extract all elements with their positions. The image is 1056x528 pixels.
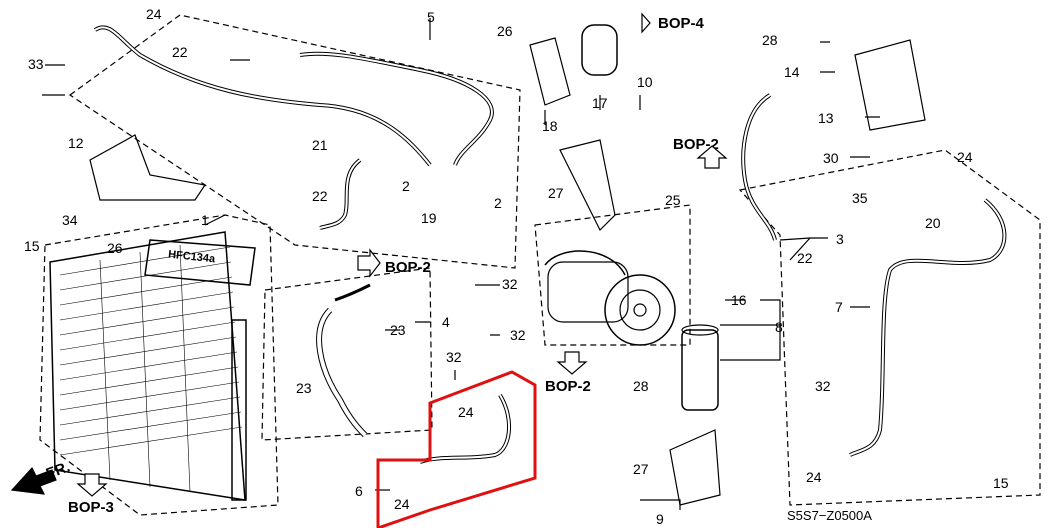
front-arrow-icon xyxy=(10,466,57,495)
callout-9: 9 xyxy=(656,511,664,527)
callout-12: 12 xyxy=(68,135,84,151)
callout-2a: 2 xyxy=(402,178,410,194)
callout-23b: 23 xyxy=(296,380,312,396)
callout-15b: 15 xyxy=(993,475,1009,491)
callout-26b: 26 xyxy=(107,240,123,256)
callout-3: 3 xyxy=(836,231,844,247)
callout-23a: 23 xyxy=(390,322,406,338)
ref-bop3[interactable]: BOP-3 xyxy=(68,499,114,516)
callout-10: 10 xyxy=(637,74,653,90)
callout-4: 4 xyxy=(442,314,450,330)
callout-14: 14 xyxy=(784,64,800,80)
callout-15a: 15 xyxy=(24,238,40,254)
callout-22b: 22 xyxy=(312,188,328,204)
group-outline-7 xyxy=(738,149,1041,506)
group-outline-4 xyxy=(261,267,433,441)
ref-bop2-a[interactable]: BOP-2 xyxy=(673,136,719,153)
ref-bop4[interactable]: BOP-4 xyxy=(658,15,704,32)
callout-32b: 32 xyxy=(510,327,526,343)
arrow-down-icon xyxy=(556,351,588,375)
callout-21: 21 xyxy=(312,137,328,153)
diagram-code: S5S7−Z0500A xyxy=(787,508,872,523)
callout-24d: 24 xyxy=(957,149,973,165)
callout-6: 6 xyxy=(355,483,363,499)
highlight-outline xyxy=(376,370,537,528)
callout-33: 33 xyxy=(28,56,44,72)
callout-22c: 22 xyxy=(797,250,813,266)
callout-16: 16 xyxy=(731,292,747,308)
callout-32c: 32 xyxy=(446,349,462,365)
group-outline-compressor xyxy=(534,204,691,346)
callout-24c: 24 xyxy=(394,496,410,512)
callout-1: 1 xyxy=(201,212,209,228)
callout-2b: 2 xyxy=(494,195,502,211)
callout-28a: 28 xyxy=(762,32,778,48)
callout-17: 17 xyxy=(592,95,608,111)
callout-24e: 24 xyxy=(806,469,822,485)
callout-25: 25 xyxy=(665,192,681,208)
callout-27: 27 xyxy=(633,461,649,477)
callout-11: 27 xyxy=(548,185,564,201)
callout-30: 30 xyxy=(823,150,839,166)
callout-28b: 28 xyxy=(633,378,649,394)
arrow-up-icon xyxy=(696,145,728,169)
callout-35: 35 xyxy=(852,190,868,206)
callout-24b: 24 xyxy=(458,404,474,420)
callout-26a: 26 xyxy=(497,23,513,39)
group-outline-5 xyxy=(68,14,521,269)
callout-32a: 32 xyxy=(502,276,518,292)
callout-34: 34 xyxy=(62,212,78,228)
ref-bop2-c[interactable]: BOP-2 xyxy=(545,378,591,395)
arrow-down-icon xyxy=(76,473,108,497)
callout-22a: 22 xyxy=(172,44,188,60)
callout-8: 8 xyxy=(775,319,783,335)
callout-18: 18 xyxy=(542,118,558,134)
callout-19: 19 xyxy=(421,210,437,226)
arrow-right-icon xyxy=(641,12,651,34)
callout-32d: 32 xyxy=(815,378,831,394)
callout-13: 13 xyxy=(818,110,834,126)
arrow-right-icon xyxy=(357,248,381,278)
callout-7: 7 xyxy=(835,299,843,315)
ref-bop2-b[interactable]: BOP-2 xyxy=(385,259,431,276)
callout-20: 20 xyxy=(925,215,941,231)
callout-24a: 24 xyxy=(146,6,162,22)
callout-5: 5 xyxy=(427,9,435,25)
